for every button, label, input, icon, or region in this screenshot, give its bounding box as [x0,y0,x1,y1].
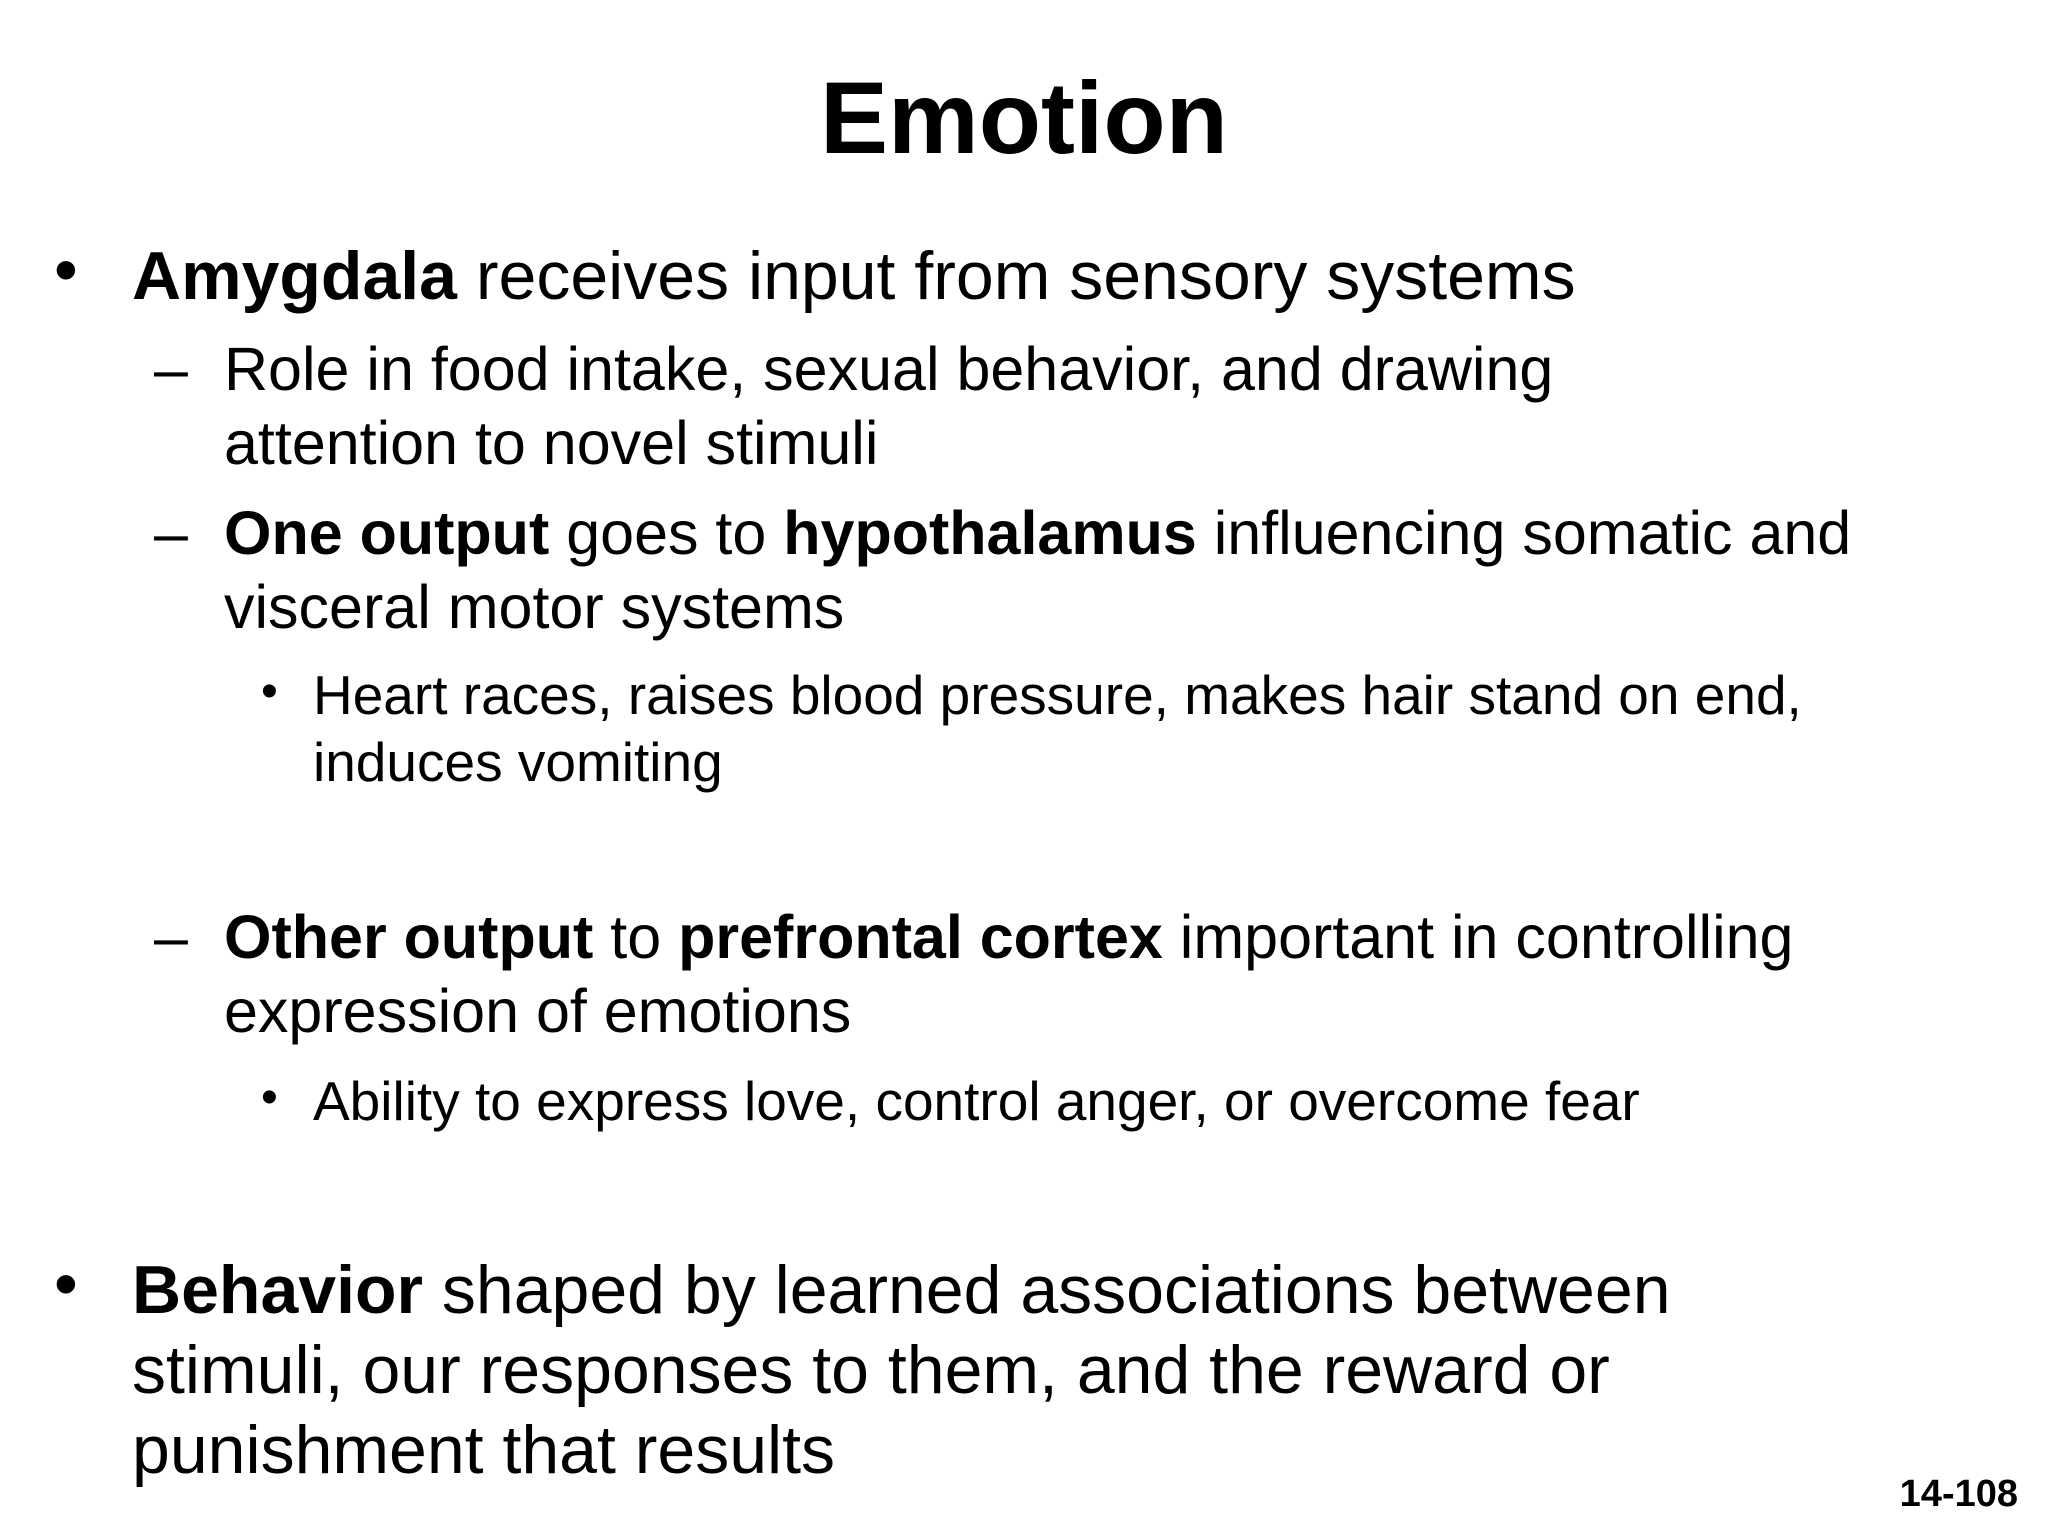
term-amygdala: Amygdala [132,238,457,314]
subbullet-other-output: –Other output to prefrontal cortex impor… [154,900,1984,1048]
dash-marker: – [154,335,188,403]
dash-marker: – [154,903,188,971]
term-one-output: One output [224,499,550,567]
bullet-marker: • [261,665,278,718]
subsubbullet-heart: • Heart races, raises blood pressure, mak… [261,662,1993,796]
page-number: 14-108 [1899,1473,2018,1515]
slide-title: Emotion [820,61,1228,175]
term-prefrontal-cortex: prefrontal cortex [678,903,1163,971]
bullet-amygdala: • Amygdala receives input from sensory sy… [54,232,1932,316]
subbullet-text: important in controlling expression of e… [224,903,1794,1045]
subbullet-text: to [593,903,679,971]
subbullet-one-output: –One output goes to hypothalamus influen… [154,496,1984,644]
term-other-output: Other output [224,903,594,971]
dash-marker: – [154,499,188,567]
bullet-marker: • [54,232,78,308]
subbullet-text: influencing somatic and visceral motor s… [224,499,1852,641]
bullet-marker: • [261,1071,278,1124]
subbullet-role: –Role in food intake, sexual behavior, a… [154,332,1784,480]
term-hypothalamus: hypothalamus [783,499,1197,567]
bullet-text: shaped by learned associations between s… [132,1252,1671,1488]
subsubbullet-text: Heart races, raises blood pressure, make… [313,664,1802,793]
subsubbullet-text: Ability to express love, control anger, … [313,1070,1640,1132]
subbullet-text: Role in food intake, sexual behavior, an… [224,335,1554,477]
bullet-marker: • [54,1246,78,1322]
term-behavior: Behavior [132,1252,423,1328]
subbullet-text: goes to [549,499,784,567]
bullet-behavior: • Behavior shaped by learned associations… [54,1246,1832,1490]
subsubbullet-ability: • Ability to express love, control anger,… [261,1068,1993,1135]
bullet-text: receives input from sensory systems [457,238,1576,314]
